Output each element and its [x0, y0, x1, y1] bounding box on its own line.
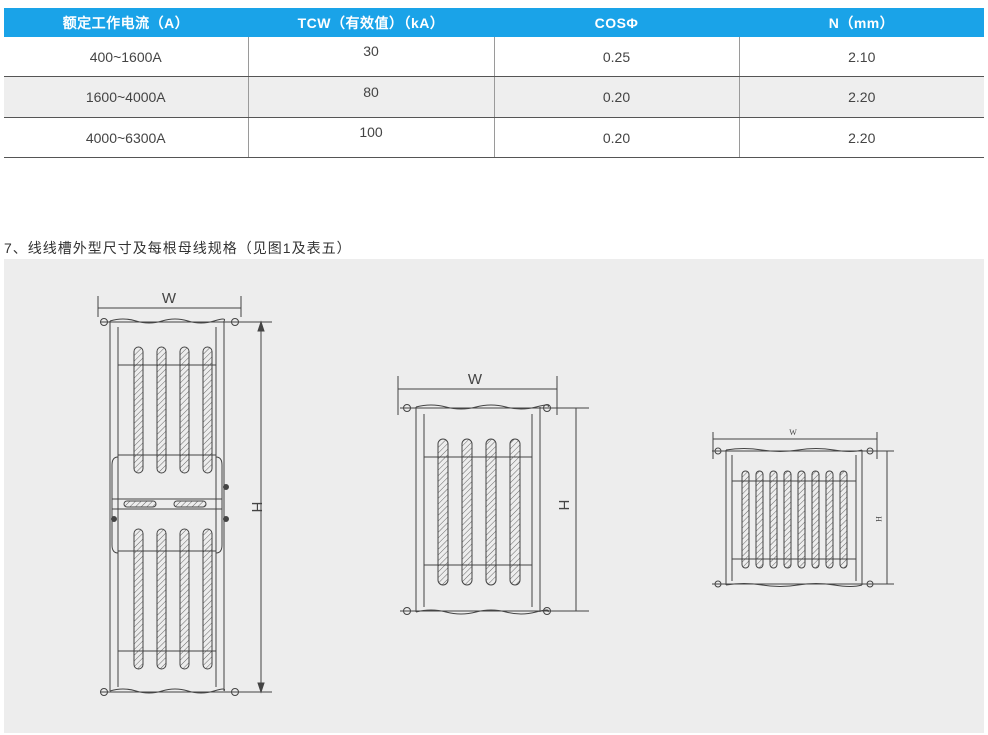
cell-tcw: 80: [248, 76, 495, 118]
header-tcw: TCW（有效值）（kA）: [248, 8, 494, 37]
busway-joint: [111, 456, 229, 554]
header-cos-phi: COSΦ: [494, 8, 739, 37]
header-n-mm: N（mm）: [739, 8, 984, 37]
cell-n: 2.20: [739, 117, 984, 158]
width-label: W: [468, 371, 483, 388]
table-header-row: 额定工作电流（A） TCW（有效值）（kA） COSΦ N（mm）: [4, 8, 984, 37]
cell-current: 1600~4000A: [4, 76, 249, 118]
cell-current: 400~1600A: [4, 37, 249, 77]
busway-drawing-small: W H: [712, 428, 894, 588]
header-rated-current: 额定工作电流（A）: [4, 8, 248, 37]
cell-current: 4000~6300A: [4, 117, 249, 158]
cell-tcw: 100: [248, 117, 495, 158]
height-label: H: [874, 516, 883, 522]
figure-panel: W H: [4, 259, 984, 733]
height-label: H: [555, 500, 572, 511]
width-label: W: [789, 428, 797, 437]
busbar-group-lower: [118, 528, 216, 670]
cell-n: 2.20: [739, 76, 984, 118]
section-heading: 7、线线槽外型尺寸及每根母线规格（见图1及表五）: [4, 240, 352, 256]
width-label: W: [162, 290, 177, 307]
busway-drawings: W H: [97, 290, 894, 696]
cell-cos: 0.20: [494, 76, 740, 118]
cell-n: 2.10: [739, 37, 984, 77]
table-row: 400~1600A 30 0.25 2.10: [4, 37, 984, 77]
busway-drawing-large: W H: [97, 290, 272, 696]
cell-cos: 0.20: [494, 117, 740, 158]
table-row: 1600~4000A 80 0.20 2.20: [4, 76, 984, 118]
busbar-group: [424, 438, 532, 586]
busbar-group: [732, 470, 856, 569]
cell-cos: 0.25: [494, 37, 740, 77]
busbar-group-upper: [118, 346, 216, 474]
cell-tcw: 30: [248, 37, 495, 77]
table-row: 4000~6300A 100 0.20 2.20: [4, 117, 984, 158]
busway-drawing-medium: W H: [397, 371, 589, 615]
spec-table: 额定工作电流（A） TCW（有效值）（kA） COSΦ N（mm） 400~16…: [4, 8, 984, 158]
height-label: H: [248, 502, 265, 513]
